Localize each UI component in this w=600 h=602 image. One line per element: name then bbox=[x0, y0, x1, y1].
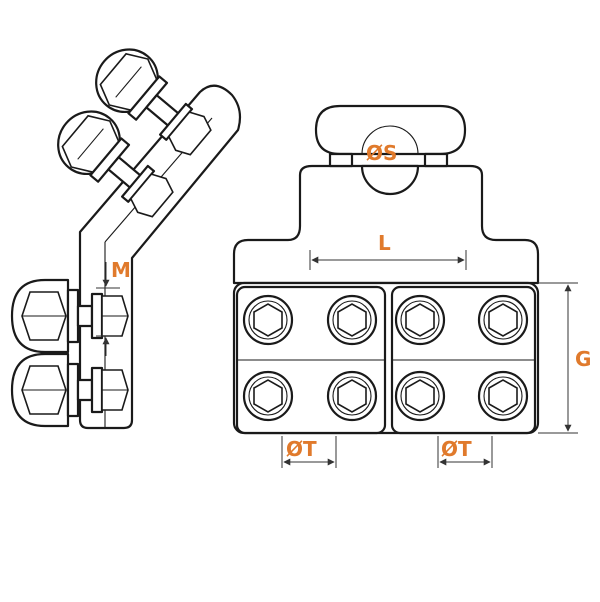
side-bolt-lower-2 bbox=[10, 352, 129, 428]
label-M: M bbox=[111, 258, 131, 282]
side-bolt-upper-2 bbox=[57, 110, 174, 218]
front-view: ØS L G ØT ØT bbox=[232, 104, 591, 468]
dimension-T-left bbox=[281, 436, 337, 468]
bolt-7 bbox=[394, 370, 446, 422]
bolt-4 bbox=[477, 294, 529, 346]
bolt-8 bbox=[477, 370, 529, 422]
dimension-M bbox=[96, 262, 120, 356]
bolt-2 bbox=[326, 294, 378, 346]
label-T-right: ØT bbox=[441, 437, 472, 461]
bolt-5 bbox=[242, 370, 294, 422]
dimension-T-right bbox=[437, 436, 493, 468]
label-L: L bbox=[378, 231, 391, 255]
bolt-grid bbox=[242, 294, 529, 422]
bore-S bbox=[360, 164, 420, 196]
side-view-body bbox=[78, 84, 242, 430]
dimension-L bbox=[309, 250, 467, 270]
dimension-G bbox=[538, 282, 578, 434]
side-bolt-upper-1 bbox=[95, 48, 212, 156]
bolt-1 bbox=[242, 294, 294, 346]
bolt-6 bbox=[326, 370, 378, 422]
side-bolt-lower-1 bbox=[10, 278, 129, 354]
bolt-3 bbox=[394, 294, 446, 346]
label-S: ØS bbox=[366, 141, 397, 165]
side-view: M bbox=[10, 48, 242, 430]
label-T-left: ØT bbox=[286, 437, 317, 461]
label-G: G bbox=[575, 347, 591, 371]
